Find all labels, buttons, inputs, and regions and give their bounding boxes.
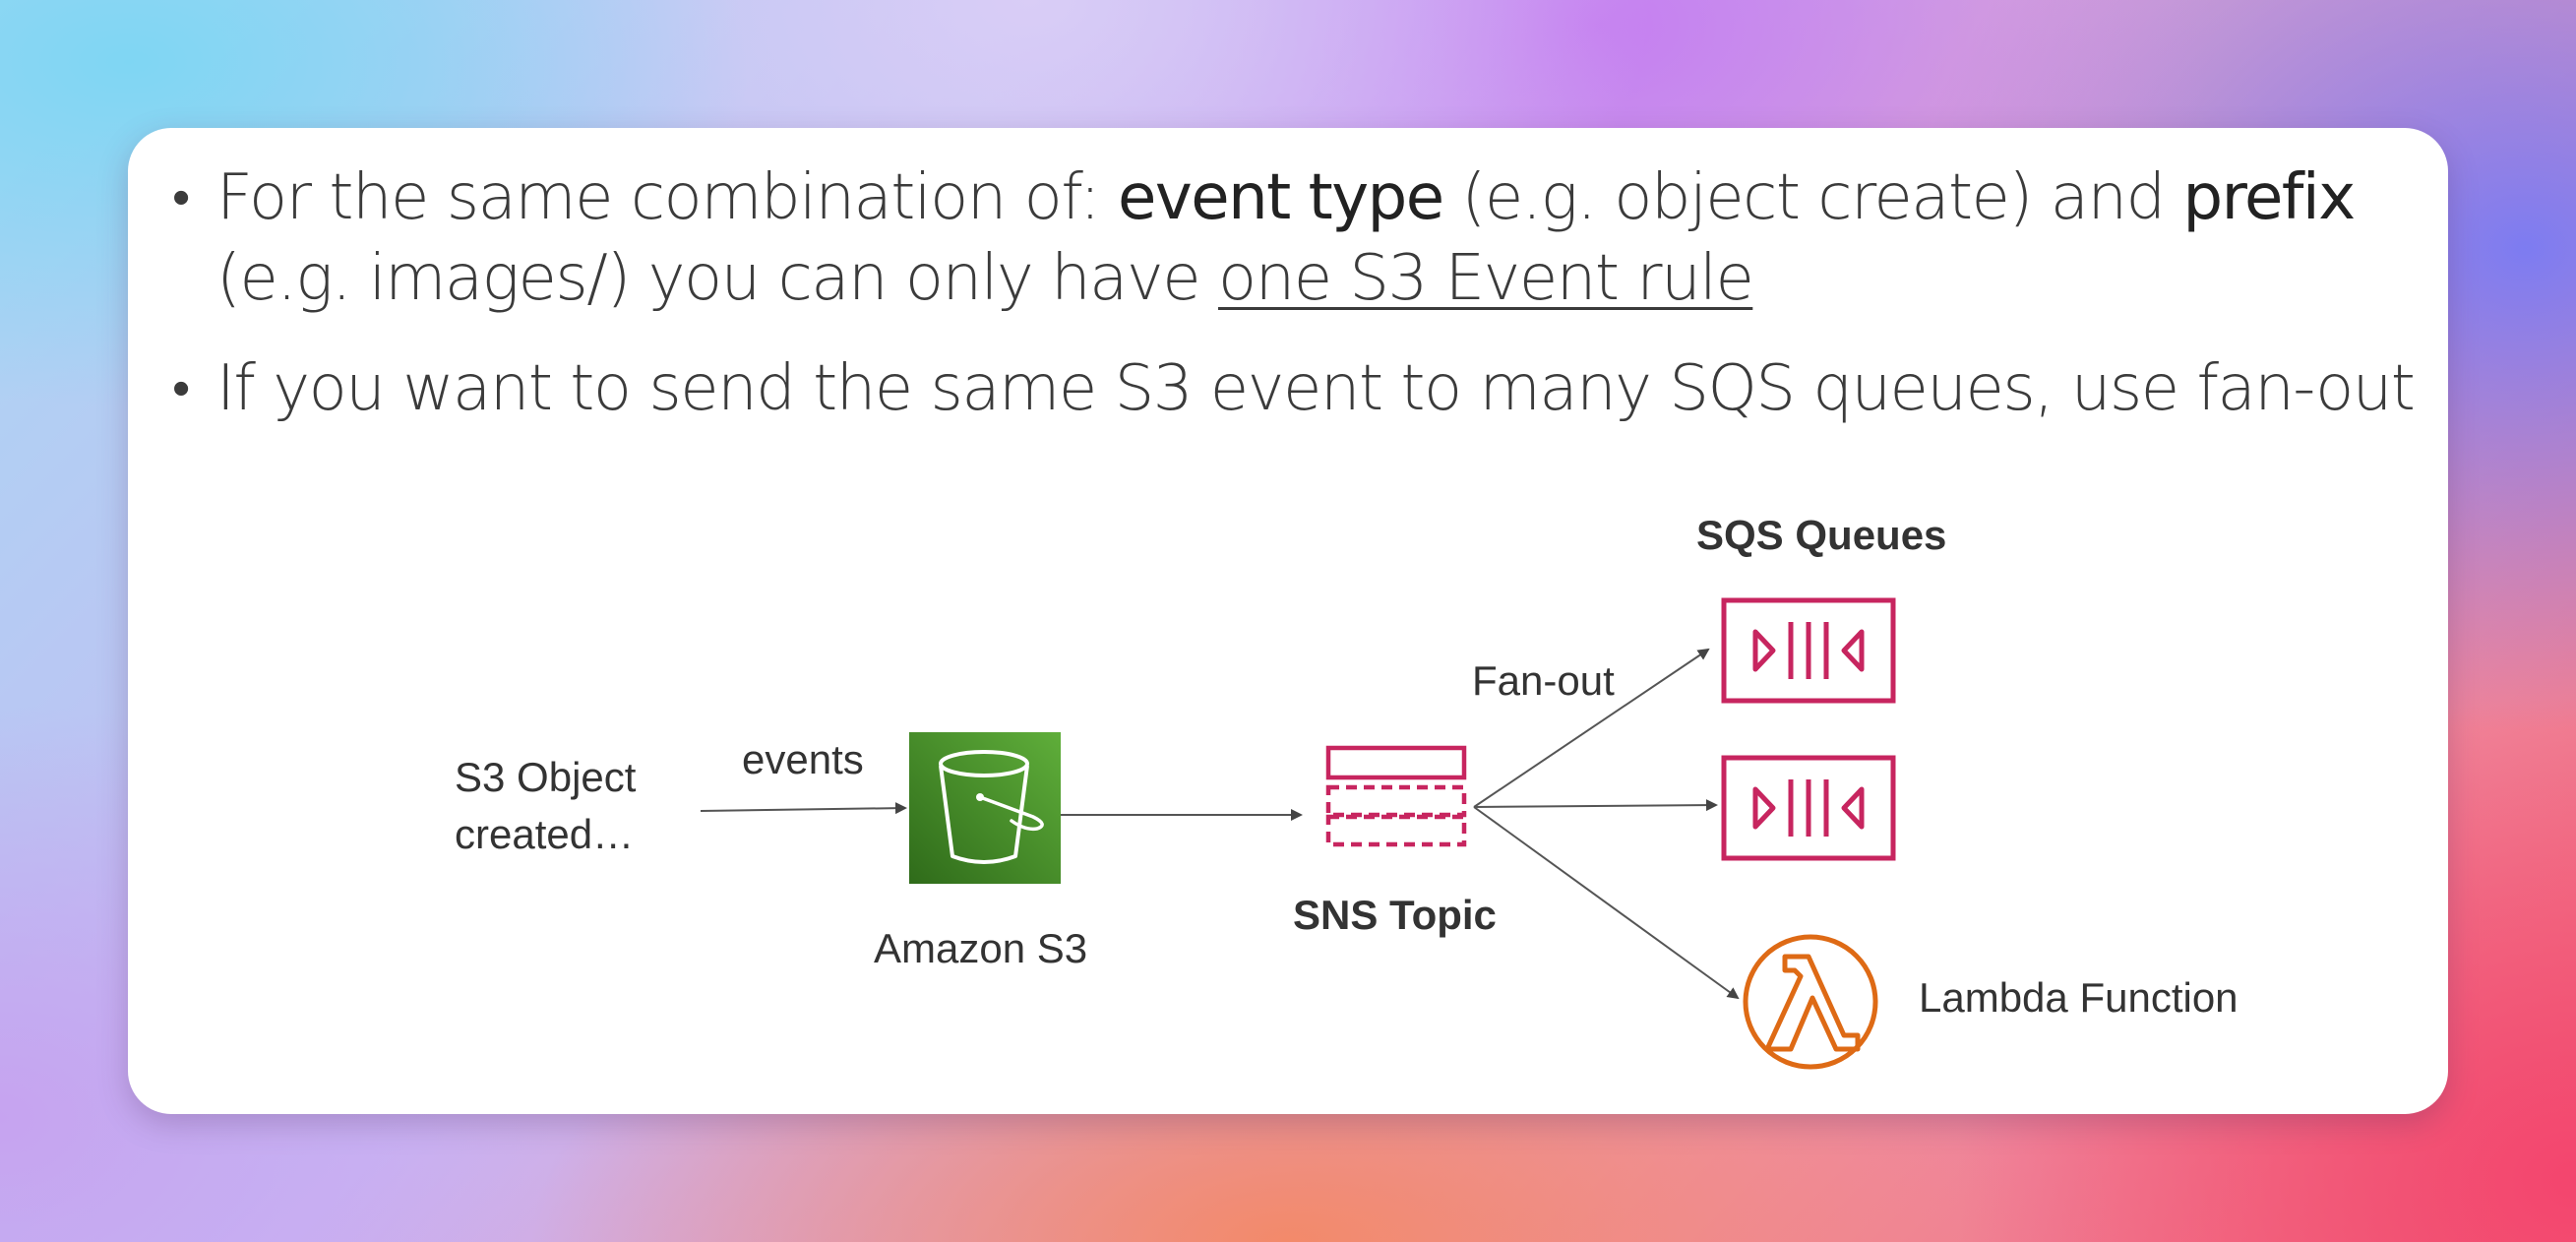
- arrow-source-to-s3: [700, 802, 907, 815]
- slide-card: • For the same combination of: event typ…: [128, 128, 2448, 1114]
- bullet-dot: •: [172, 168, 190, 227]
- arrow-sns-to-sqs-2: [1473, 799, 1718, 812]
- bullet-1-segment: (e.g. images/) you can only have: [216, 242, 1218, 315]
- arrow-sns-to-lambda: [1473, 806, 1740, 1000]
- bullet-1-prefix: prefix: [2182, 161, 2356, 234]
- lambda-label: Lambda Function: [1919, 974, 2239, 1021]
- source-label-line1: S3 Object: [455, 754, 637, 800]
- bullet-1-underlined-rule: one S3 Event rule: [1217, 242, 1754, 315]
- sqs-queue-icon: [1721, 597, 1896, 704]
- bullet-text-2: If you want to send the same S3 event to…: [216, 352, 2416, 425]
- fanout-diagram: S3 Object created… events Amazon S3 SNS …: [128, 128, 2448, 1114]
- bullet-text-1: For the same combination of: event type …: [172, 157, 2425, 319]
- lambda-icon: [1743, 934, 1878, 1070]
- arrow-sns-to-sqs-1: [1473, 648, 1710, 808]
- bullet-1-segment: For the same combination of:: [216, 161, 1118, 234]
- sqs-title: SQS Queues: [1696, 512, 1947, 558]
- s3-bucket-icon: [909, 732, 1061, 884]
- source-label-line2: created…: [455, 811, 635, 857]
- sqs-queue-icon: [1721, 755, 1896, 861]
- bullet-item-1: • For the same combination of: event typ…: [172, 157, 2425, 319]
- events-label: events: [742, 736, 864, 782]
- bullet-dot: •: [172, 359, 190, 418]
- fanout-label: Fan-out: [1472, 657, 1615, 704]
- s3-label: Amazon S3: [874, 925, 1088, 971]
- bullet-1-segment: (e.g. object create) and: [1442, 161, 2183, 234]
- sns-topic-icon: [1325, 745, 1467, 847]
- bullet-item-2: • If you want to send the same S3 event …: [172, 348, 2445, 429]
- bullet-1-event-type: event type: [1117, 161, 1444, 234]
- diagram-svg: [700, 597, 1896, 1070]
- sns-label: SNS Topic: [1293, 892, 1497, 938]
